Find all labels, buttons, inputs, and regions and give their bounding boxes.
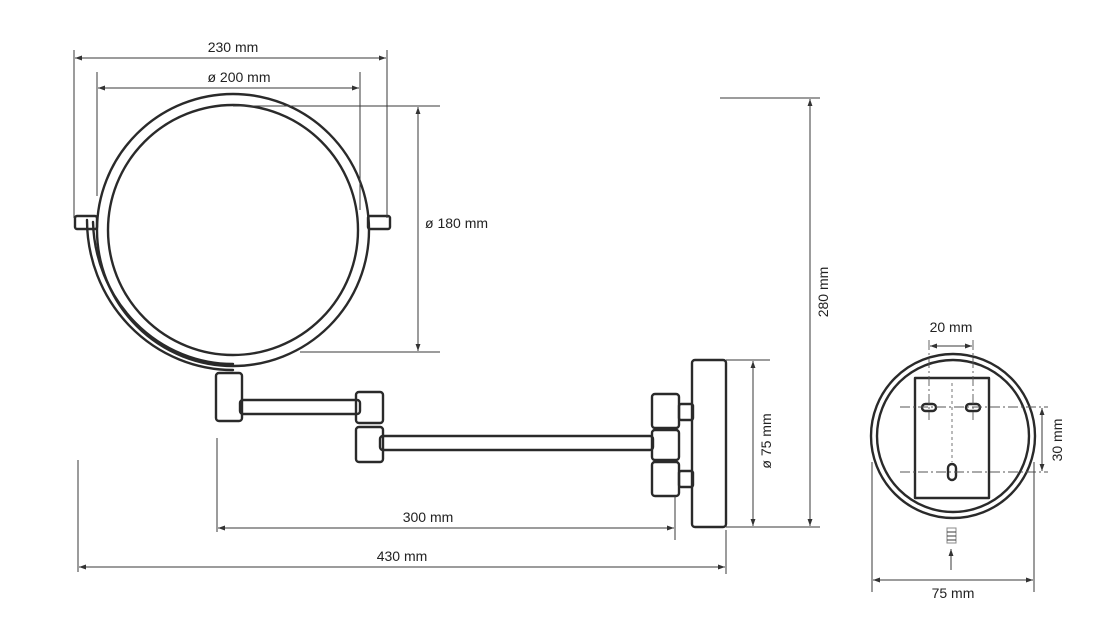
base-outer-circle xyxy=(869,352,1037,520)
wall-plate-view xyxy=(869,340,1048,592)
mirror-yoke xyxy=(85,218,235,372)
label-slot-spacing: 30 mm xyxy=(1049,419,1065,462)
mirror-glass xyxy=(106,103,360,357)
wall-joint-top xyxy=(650,392,681,430)
label-overall-width: 230 mm xyxy=(208,39,259,55)
label-base-diameter: ø 75 mm xyxy=(758,413,774,468)
swing-arm-assembly xyxy=(238,358,728,529)
wall-base-plate xyxy=(690,358,728,529)
mirror-stem xyxy=(214,371,244,423)
elbow-joint-bottom xyxy=(354,425,385,464)
left-pivot-pin xyxy=(73,214,99,231)
lower-arm xyxy=(378,434,655,452)
wall-joint-bottom xyxy=(650,460,681,498)
label-mirror-inner: ø 180 mm xyxy=(425,215,488,231)
mounting-bracket xyxy=(913,376,991,500)
base-inner-circle xyxy=(875,358,1031,514)
label-base-width: 75 mm xyxy=(932,585,975,601)
dimension-labels: 230 mm ø 200 mm ø 180 mm 280 mm ø 75 mm … xyxy=(207,39,1065,601)
wall-joint-middle xyxy=(650,428,681,462)
mirror-front-view xyxy=(73,92,392,423)
upper-arm xyxy=(238,398,362,416)
label-total-reach: 430 mm xyxy=(377,548,428,564)
label-mirror-outer: ø 200 mm xyxy=(207,69,270,85)
dimension-lines xyxy=(75,55,813,570)
label-arm-reach: 300 mm xyxy=(403,509,454,525)
right-pivot-pin xyxy=(366,214,392,231)
label-hole-spacing: 20 mm xyxy=(930,319,973,335)
label-overall-height: 280 mm xyxy=(815,267,831,318)
extension-lines xyxy=(73,50,820,574)
elbow-joint-top xyxy=(354,390,385,425)
